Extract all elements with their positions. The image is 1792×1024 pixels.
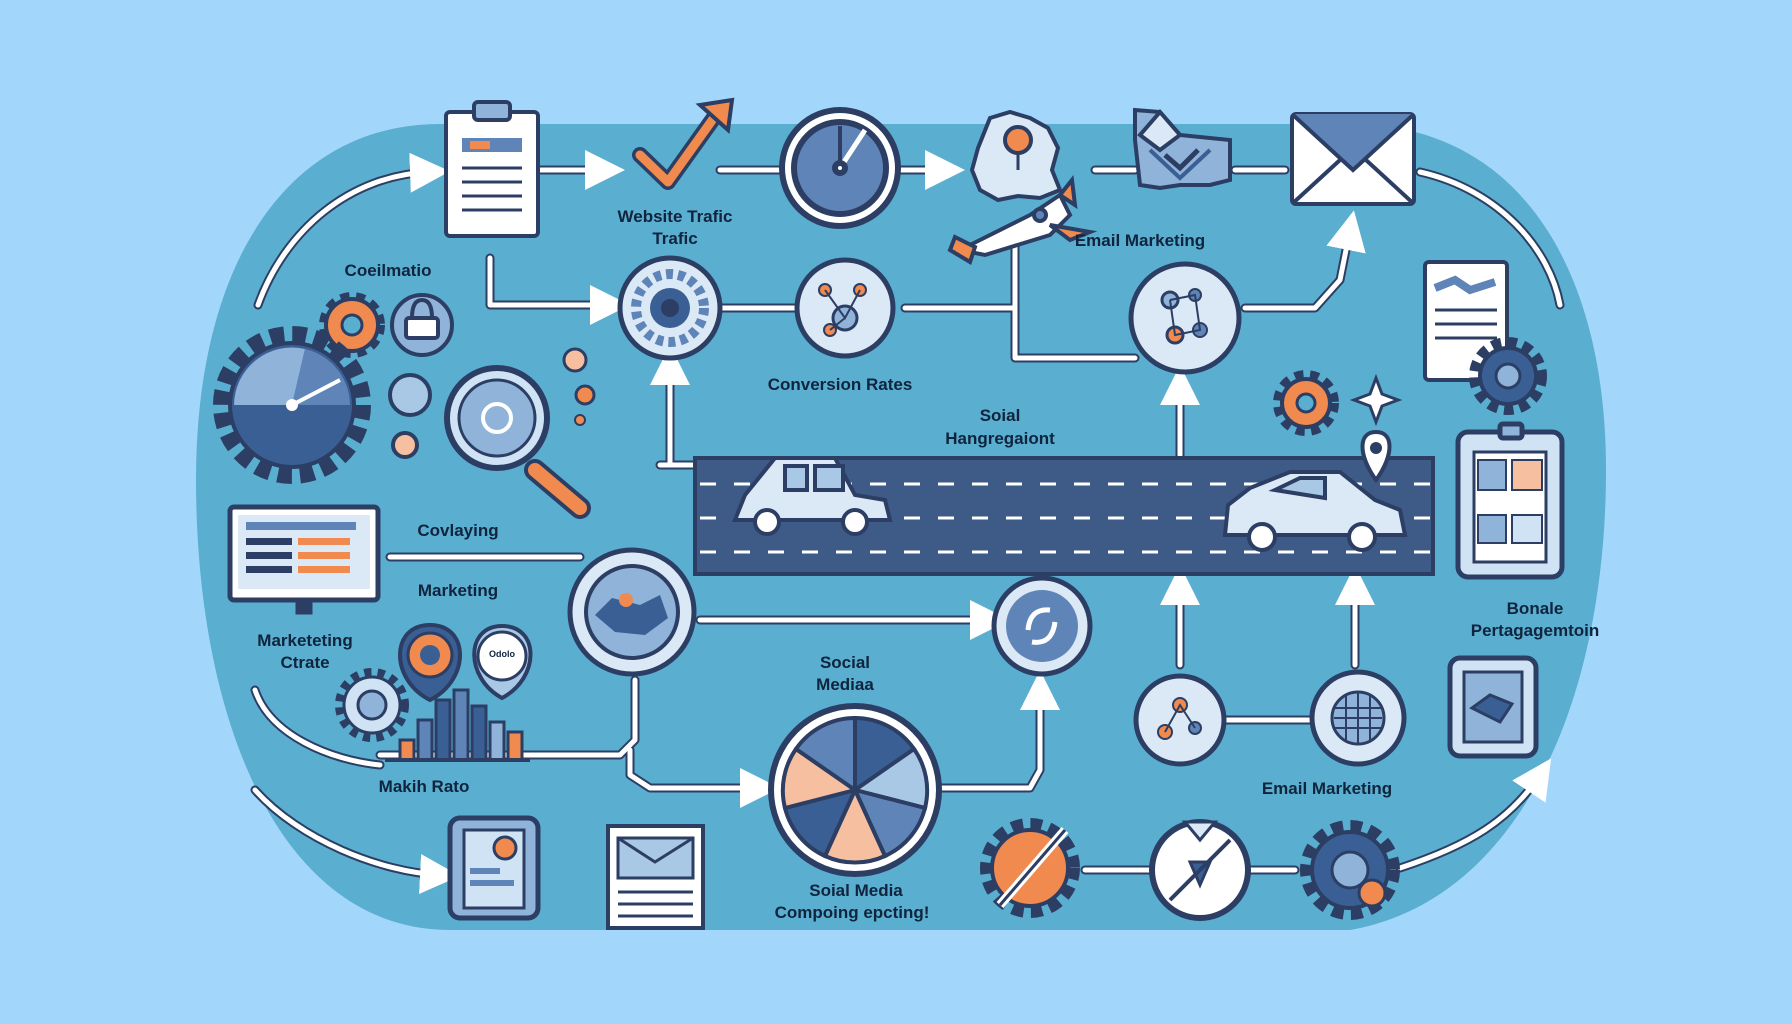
label-email-marketing-top: Email Marketing: [1074, 231, 1206, 250]
globe-grid-icon: [1309, 669, 1407, 767]
shield-badge-icon: [335, 668, 409, 742]
clock-icon: [779, 107, 901, 229]
tablet-icon: [1447, 655, 1539, 759]
gear-icon: [1469, 337, 1547, 415]
label-marketing-create: Marketeting: [257, 631, 353, 650]
label-covlaying: Covlaying: [417, 521, 499, 540]
bar-chart-icon: [385, 688, 530, 762]
network-icon: [794, 257, 896, 359]
clipboard-icon: [444, 100, 540, 238]
label-social-media-mid: Social: [819, 653, 871, 672]
label-social-sub: Hangregaiont: [945, 429, 1055, 448]
label-conversion-rates: Conversion Rates: [767, 375, 913, 394]
badge-icon: [969, 109, 1063, 203]
label-social-media-bottom: Soial Media: [809, 881, 903, 900]
gear-icon: [1300, 820, 1400, 920]
network-icon: [1128, 261, 1242, 375]
badge-label: Odolo: [489, 649, 515, 659]
label-marketing: Marketing: [417, 581, 499, 600]
outer-loop-connectors-fill: [252, 152, 1563, 894]
monitor-icon: [227, 504, 381, 615]
label-website-traffic-sub: Trafic: [652, 229, 698, 248]
pie-chart-icon: [768, 703, 942, 877]
label-bonale-sub: Pertagagemtoin: [1470, 621, 1600, 640]
network-node-icon: [574, 414, 586, 426]
envelope-icon: [1290, 112, 1416, 206]
tablet-icon: [447, 815, 541, 921]
network-node-icon: [562, 347, 588, 373]
refresh-icon: [991, 575, 1093, 677]
network-node-icon: [574, 384, 596, 406]
label-marketing-create-sub: Ctrate: [280, 653, 330, 672]
label-social-media-bottom-sub: Compoing epcting!: [774, 903, 930, 922]
location-pin-icon: [472, 623, 533, 701]
globe-icon: [567, 547, 697, 677]
label-makih-rato: Makih Rato: [378, 777, 470, 796]
lock-icon: [390, 293, 454, 357]
label-bonale: Bonale: [1506, 599, 1564, 618]
network-icon: [1133, 673, 1227, 767]
label-social: Soial: [979, 406, 1021, 425]
compass-icon: [1149, 819, 1251, 921]
network-node-icon: [391, 431, 419, 459]
label-coeilmatio: Coeilmatio: [344, 261, 432, 280]
network-node-icon: [388, 373, 432, 417]
label-social-media-mid-sub: Mediaa: [816, 675, 874, 694]
speedometer-icon: [213, 326, 371, 484]
tablet-icon: [1455, 421, 1565, 580]
rocket-icon: [947, 175, 1098, 265]
shield-check-icon: [1133, 107, 1232, 191]
magnifier-icon: [444, 365, 591, 519]
car-icon: [1222, 470, 1408, 552]
gear-icon: [1273, 370, 1339, 436]
location-pin-icon: [1360, 429, 1392, 484]
car-icon: [732, 456, 893, 536]
label-website-traffic: Website Trafic: [617, 207, 733, 226]
trend-arrow-icon: [632, 97, 735, 190]
envelope-icon: [606, 824, 705, 930]
gear-icon: [319, 292, 385, 358]
sparkle-icon: [1349, 373, 1403, 427]
label-email-marketing-bottom: Email Marketing: [1261, 779, 1393, 798]
location-pin-icon: [398, 622, 462, 703]
settings-node-icon: [617, 255, 723, 361]
gear-icon: [980, 818, 1080, 918]
